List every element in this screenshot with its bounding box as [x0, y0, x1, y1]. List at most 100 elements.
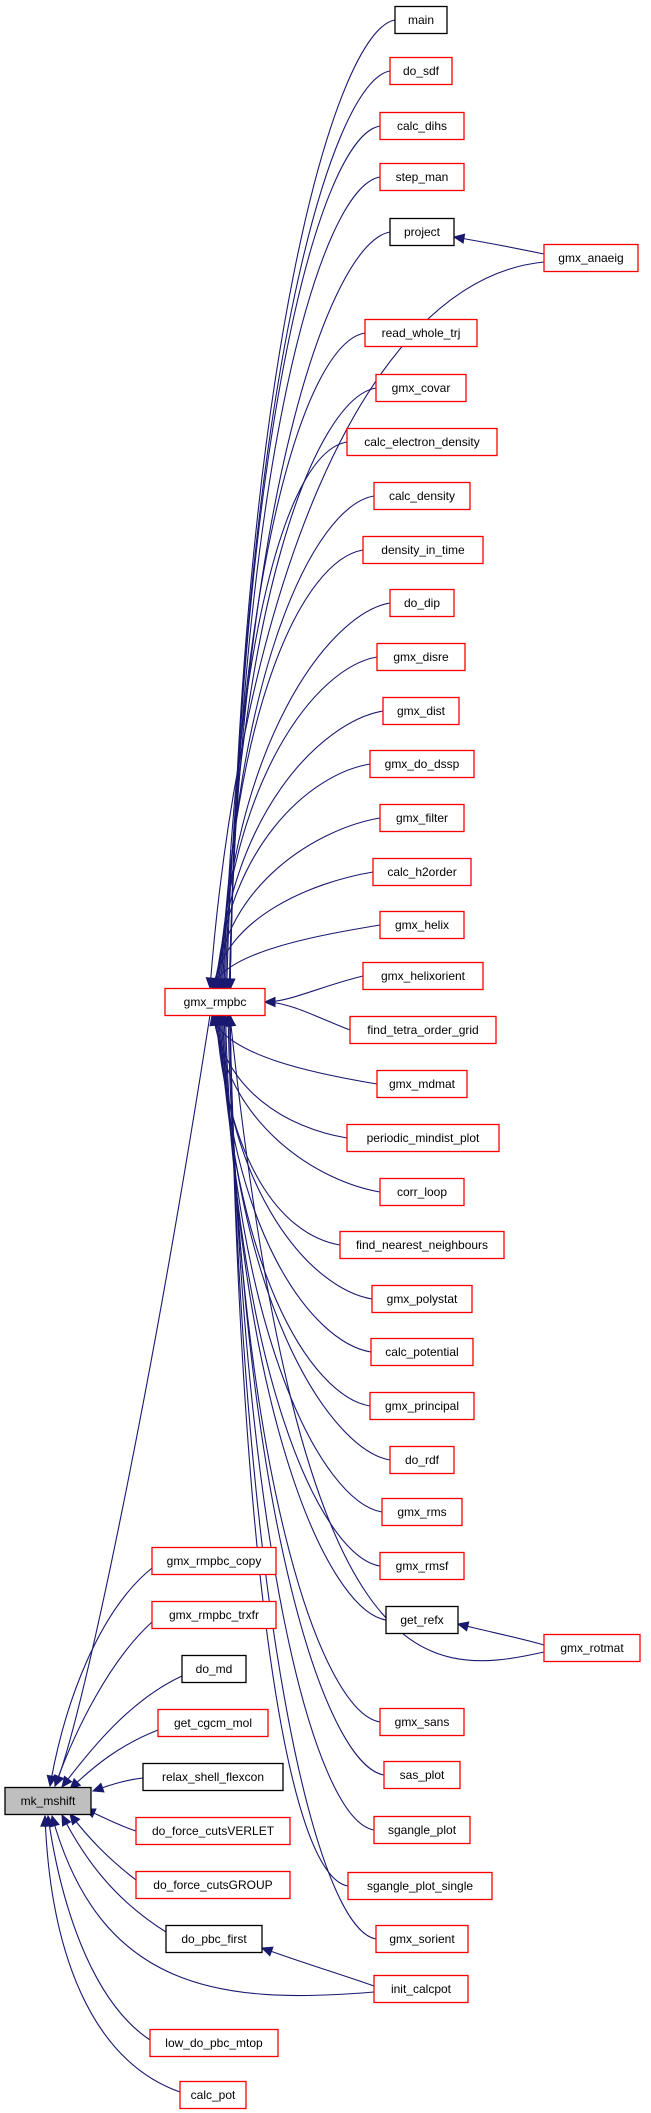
node-sgangle_plot[interactable]: sgangle_plot — [373, 1815, 471, 1845]
node-box — [385, 1605, 459, 1635]
node-gmx_dist[interactable]: gmx_dist — [382, 696, 460, 726]
edge-relax_shell_flexcon-to-mk_mshift — [91, 1777, 144, 1793]
node-gmx_filter[interactable]: gmx_filter — [379, 803, 465, 833]
node-label: gmx_principal — [385, 1399, 459, 1413]
node-box — [389, 1445, 455, 1475]
node-calc_h2order[interactable]: calc_h2order — [372, 857, 472, 887]
node-box — [389, 56, 453, 86]
node-calc_density[interactable]: calc_density — [373, 481, 471, 511]
edge-line — [219, 1014, 371, 1407]
node-label: main — [408, 13, 434, 27]
node-sas_plot[interactable]: sas_plot — [383, 1760, 461, 1790]
edge-do_force_cutsVERLET-to-mk_mshift — [83, 1808, 137, 1832]
node-gmx_helixorient[interactable]: gmx_helixorient — [362, 961, 484, 991]
node-init_calcpot[interactable]: init_calcpot — [373, 1974, 469, 2004]
node-label: gmx_helixorient — [381, 969, 466, 983]
node-label: gmx_disre — [393, 650, 449, 664]
edge-arrowhead-icon — [40, 1814, 51, 1827]
edge-gmx_rms-to-gmx_rmpbc — [217, 1013, 383, 1513]
node-calc_potential[interactable]: calc_potential — [370, 1337, 474, 1367]
edge-line — [51, 1815, 375, 1997]
node-relax_shell_flexcon[interactable]: relax_shell_flexcon — [142, 1762, 284, 1792]
edge-line — [261, 1947, 375, 1987]
node-sgangle_plot_single[interactable]: sgangle_plot_single — [347, 1871, 493, 1901]
node-calc_pot[interactable]: calc_pot — [179, 2080, 247, 2110]
edge-arrowhead-icon — [456, 1621, 470, 1632]
node-box — [375, 373, 467, 403]
node-gmx_rms[interactable]: gmx_rms — [381, 1497, 463, 1527]
node-label: calc_electron_density — [364, 435, 479, 449]
node-label: do_pbc_first — [181, 1932, 247, 1946]
node-gmx_do_dssp[interactable]: gmx_do_dssp — [369, 749, 475, 779]
node-label: calc_h2order — [387, 865, 456, 879]
edge-gmx_disre-to-gmx_rmpbc — [213, 656, 378, 991]
node-do_dip[interactable]: do_dip — [389, 588, 455, 618]
node-do_md[interactable]: do_md — [181, 1654, 247, 1684]
node-get_cgcm_mol[interactable]: get_cgcm_mol — [157, 1708, 269, 1738]
node-corr_loop[interactable]: corr_loop — [379, 1177, 465, 1207]
node-gmx_helix[interactable]: gmx_helix — [379, 910, 465, 940]
node-gmx_sorient[interactable]: gmx_sorient — [375, 1924, 469, 1954]
node-gmx_covar[interactable]: gmx_covar — [375, 373, 467, 403]
edge-gmx_covar-to-gmx_rmpbc — [220, 387, 377, 991]
node-gmx_rmpbc_copy[interactable]: gmx_rmpbc_copy — [151, 1546, 277, 1576]
node-gmx_sans[interactable]: gmx_sans — [379, 1707, 465, 1737]
edges-layer — [40, 19, 545, 2093]
node-low_do_pbc_mtop[interactable]: low_do_pbc_mtop — [149, 2028, 279, 2058]
node-box — [157, 1708, 269, 1738]
node-box — [362, 961, 484, 991]
edge-line — [224, 1014, 387, 1621]
node-gmx_mdmat[interactable]: gmx_mdmat — [376, 1069, 468, 1099]
node-get_refx[interactable]: get_refx — [385, 1605, 459, 1635]
node-do_rdf[interactable]: do_rdf — [389, 1445, 455, 1475]
edge-line — [49, 1567, 153, 1787]
edge-line — [264, 1001, 351, 1031]
node-do_force_cutsGROUP[interactable]: do_force_cutsGROUP — [135, 1870, 291, 1900]
node-do_force_cutsVERLET[interactable]: do_force_cutsVERLET — [135, 1816, 291, 1846]
node-label: sas_plot — [400, 1768, 445, 1782]
node-label: gmx_sorient — [389, 1932, 455, 1946]
node-calc_dihs[interactable]: calc_dihs — [379, 111, 465, 141]
edge-line — [44, 1815, 181, 2093]
node-read_whole_trj[interactable]: read_whole_trj — [364, 318, 478, 348]
node-find_nearest_neighbours[interactable]: find_nearest_neighbours — [339, 1230, 505, 1260]
node-box — [135, 1870, 291, 1900]
node-label: get_cgcm_mol — [174, 1716, 252, 1730]
node-gmx_rmpbc[interactable]: gmx_rmpbc — [164, 987, 266, 1017]
node-do_sdf[interactable]: do_sdf — [389, 56, 453, 86]
node-box — [389, 588, 455, 618]
node-gmx_rmsf[interactable]: gmx_rmsf — [379, 1551, 465, 1581]
node-project[interactable]: project — [389, 217, 455, 247]
node-do_pbc_first[interactable]: do_pbc_first — [165, 1924, 263, 1954]
node-main[interactable]: main — [394, 5, 448, 35]
edge-line — [222, 495, 375, 990]
edge-line — [229, 1014, 377, 1940]
edge-arrowhead-icon — [224, 1013, 236, 1026]
node-gmx_principal[interactable]: gmx_principal — [369, 1391, 475, 1421]
node-gmx_anaeig[interactable]: gmx_anaeig — [543, 243, 639, 273]
node-box — [379, 1177, 465, 1207]
node-gmx_polystat[interactable]: gmx_polystat — [371, 1284, 473, 1314]
node-label: find_tetra_order_grid — [367, 1023, 478, 1037]
edge-gmx_rmpbc_trxfr-to-mk_mshift — [53, 1621, 153, 1788]
node-periodic_mindist_plot[interactable]: periodic_mindist_plot — [346, 1123, 500, 1153]
edge-sgangle_plot_single-to-gmx_rmpbc — [224, 1013, 349, 1887]
node-density_in_time[interactable]: density_in_time — [362, 535, 484, 565]
node-box — [370, 1337, 474, 1367]
edge-step_man-to-gmx_rmpbc — [224, 176, 381, 991]
edge-line — [229, 1015, 545, 1662]
node-calc_electron_density[interactable]: calc_electron_density — [346, 427, 498, 457]
node-box — [373, 481, 471, 511]
node-box — [339, 1230, 505, 1260]
node-box — [373, 1815, 471, 1845]
edge-line — [228, 1014, 385, 1776]
node-find_tetra_order_grid[interactable]: find_tetra_order_grid — [349, 1015, 497, 1045]
node-step_man[interactable]: step_man — [379, 162, 465, 192]
edge-line — [212, 871, 374, 990]
node-box — [389, 217, 455, 247]
node-gmx_rotmat[interactable]: gmx_rotmat — [543, 1633, 641, 1663]
node-box — [164, 987, 266, 1017]
node-gmx_rmpbc_trxfr[interactable]: gmx_rmpbc_trxfr — [151, 1600, 277, 1630]
node-gmx_disre[interactable]: gmx_disre — [376, 642, 466, 672]
node-box — [382, 696, 460, 726]
